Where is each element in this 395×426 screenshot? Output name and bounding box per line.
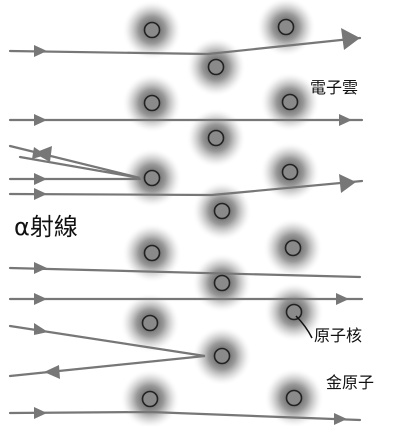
- arrowhead: [336, 293, 349, 305]
- nucleus: [281, 93, 299, 111]
- nucleus: [141, 390, 159, 408]
- alpha-ray-path: [8, 179, 364, 197]
- arrowhead: [339, 114, 352, 126]
- nucleus-label: 原子核: [314, 326, 362, 345]
- arrowhead: [339, 174, 356, 193]
- arrowhead-layer: [32, 28, 360, 425]
- arrowhead: [34, 323, 48, 335]
- alpha-ray-layer: [8, 36, 364, 422]
- arrowhead: [34, 45, 47, 57]
- alpha-rays-label: α射線: [14, 213, 78, 241]
- nucleus: [284, 239, 302, 257]
- nucleus-leader-line: [295, 315, 313, 339]
- arrowhead: [44, 365, 60, 379]
- nucleus: [143, 21, 161, 39]
- alpha-ray-path: [8, 324, 206, 378]
- arrowhead: [34, 146, 52, 162]
- nucleus: [141, 314, 159, 332]
- alpha-ray-path: [8, 144, 141, 180]
- arrowhead: [341, 28, 360, 50]
- nucleus: [281, 163, 299, 181]
- arrowhead: [34, 114, 47, 126]
- nucleus: [143, 169, 161, 187]
- arrowhead: [34, 173, 47, 185]
- nucleus: [207, 129, 225, 147]
- nucleus: [143, 94, 161, 112]
- nucleus: [213, 202, 231, 220]
- arrowhead: [34, 188, 47, 200]
- arrowhead: [34, 407, 47, 419]
- alpha-ray-path: [8, 36, 362, 56]
- nucleus: [207, 58, 225, 76]
- arrowhead: [334, 413, 347, 425]
- nucleus: [143, 244, 161, 262]
- arrowhead: [34, 262, 47, 274]
- alpha-ray-path: [8, 266, 362, 279]
- nucleus: [213, 347, 231, 365]
- nucleus: [285, 303, 303, 321]
- gold-atom-label: 金原子: [326, 373, 374, 392]
- nucleus: [285, 389, 303, 407]
- arrowhead: [34, 293, 47, 305]
- nucleus-layer: [141, 18, 303, 408]
- nucleus: [277, 18, 295, 36]
- nucleus: [213, 274, 231, 292]
- electron-cloud-label: 電子雲: [310, 78, 358, 97]
- alpha-ray-path: [8, 410, 362, 422]
